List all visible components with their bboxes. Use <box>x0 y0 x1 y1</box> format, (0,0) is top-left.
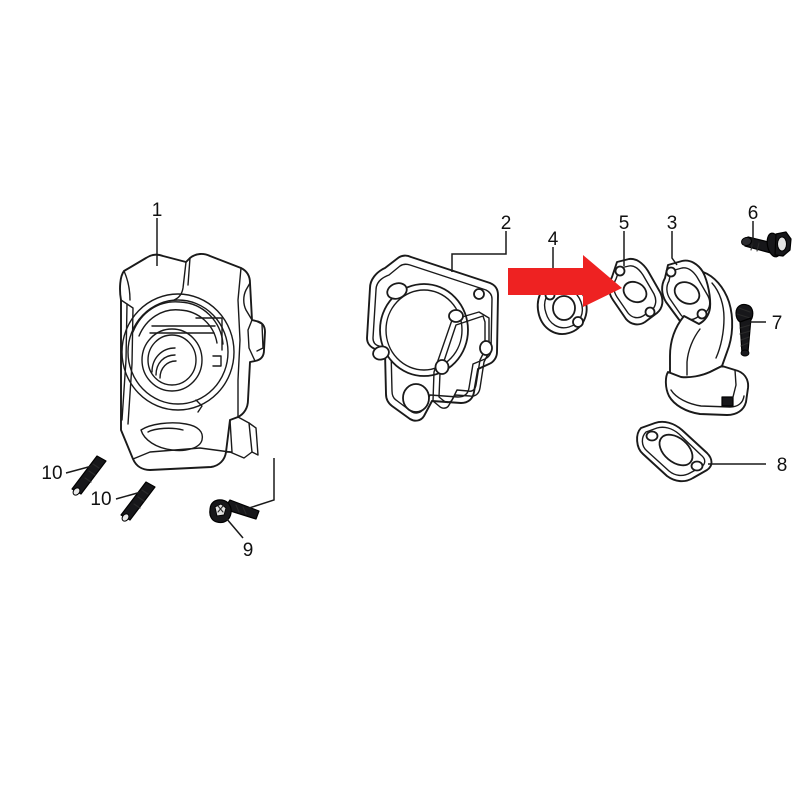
part-dowel-pin-b[interactable] <box>120 481 156 522</box>
callout-label-9: 9 <box>243 540 254 561</box>
callout-label-3: 3 <box>667 213 678 234</box>
red-arrow <box>508 255 622 307</box>
part-cylinder-bolt[interactable] <box>209 499 260 524</box>
part-flange-bolt[interactable] <box>741 231 792 258</box>
callout-leader-10a <box>65 465 93 474</box>
part-screw[interactable] <box>735 303 754 357</box>
callout-leader-2 <box>451 231 507 272</box>
callout-label-10a: 10 <box>41 463 62 484</box>
part-intake-gasket[interactable] <box>608 257 664 326</box>
callout-label-8: 8 <box>777 455 788 476</box>
callout-leader-9-to-part <box>245 458 275 510</box>
callout-label-7: 7 <box>772 313 783 334</box>
part-exhaust-gasket[interactable] <box>636 420 713 483</box>
part-dowel-pin-a[interactable] <box>71 455 107 496</box>
callout-label-4: 4 <box>548 229 559 250</box>
callout-label-1: 1 <box>152 200 163 221</box>
callout-label-2: 2 <box>501 213 512 234</box>
callout-leader-10b <box>115 491 142 500</box>
part-cylinder-head-gasket[interactable] <box>366 254 499 422</box>
part-cylinder-barrel[interactable] <box>119 253 266 471</box>
callout-label-5: 5 <box>619 213 630 234</box>
part-intake-manifold[interactable] <box>661 259 750 416</box>
callout-leader-3 <box>671 231 678 266</box>
callout-label-10b: 10 <box>90 489 111 510</box>
callout-label-6: 6 <box>748 203 759 224</box>
callout-leader-9 <box>225 517 244 539</box>
